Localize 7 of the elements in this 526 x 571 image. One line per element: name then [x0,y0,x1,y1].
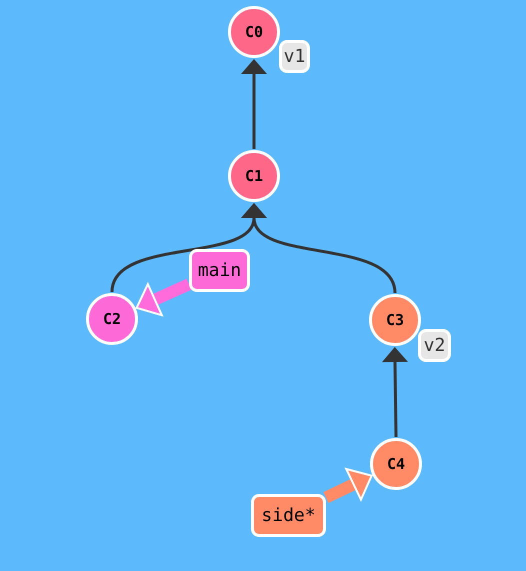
parent-arrow [241,59,267,149]
branch-label: main [189,249,250,292]
tag-label: v2 [418,329,451,362]
parent-arrow [241,204,396,294]
tag-label: v1 [279,40,310,73]
branch-label: side* [251,494,326,537]
parent-arrow [382,347,408,438]
